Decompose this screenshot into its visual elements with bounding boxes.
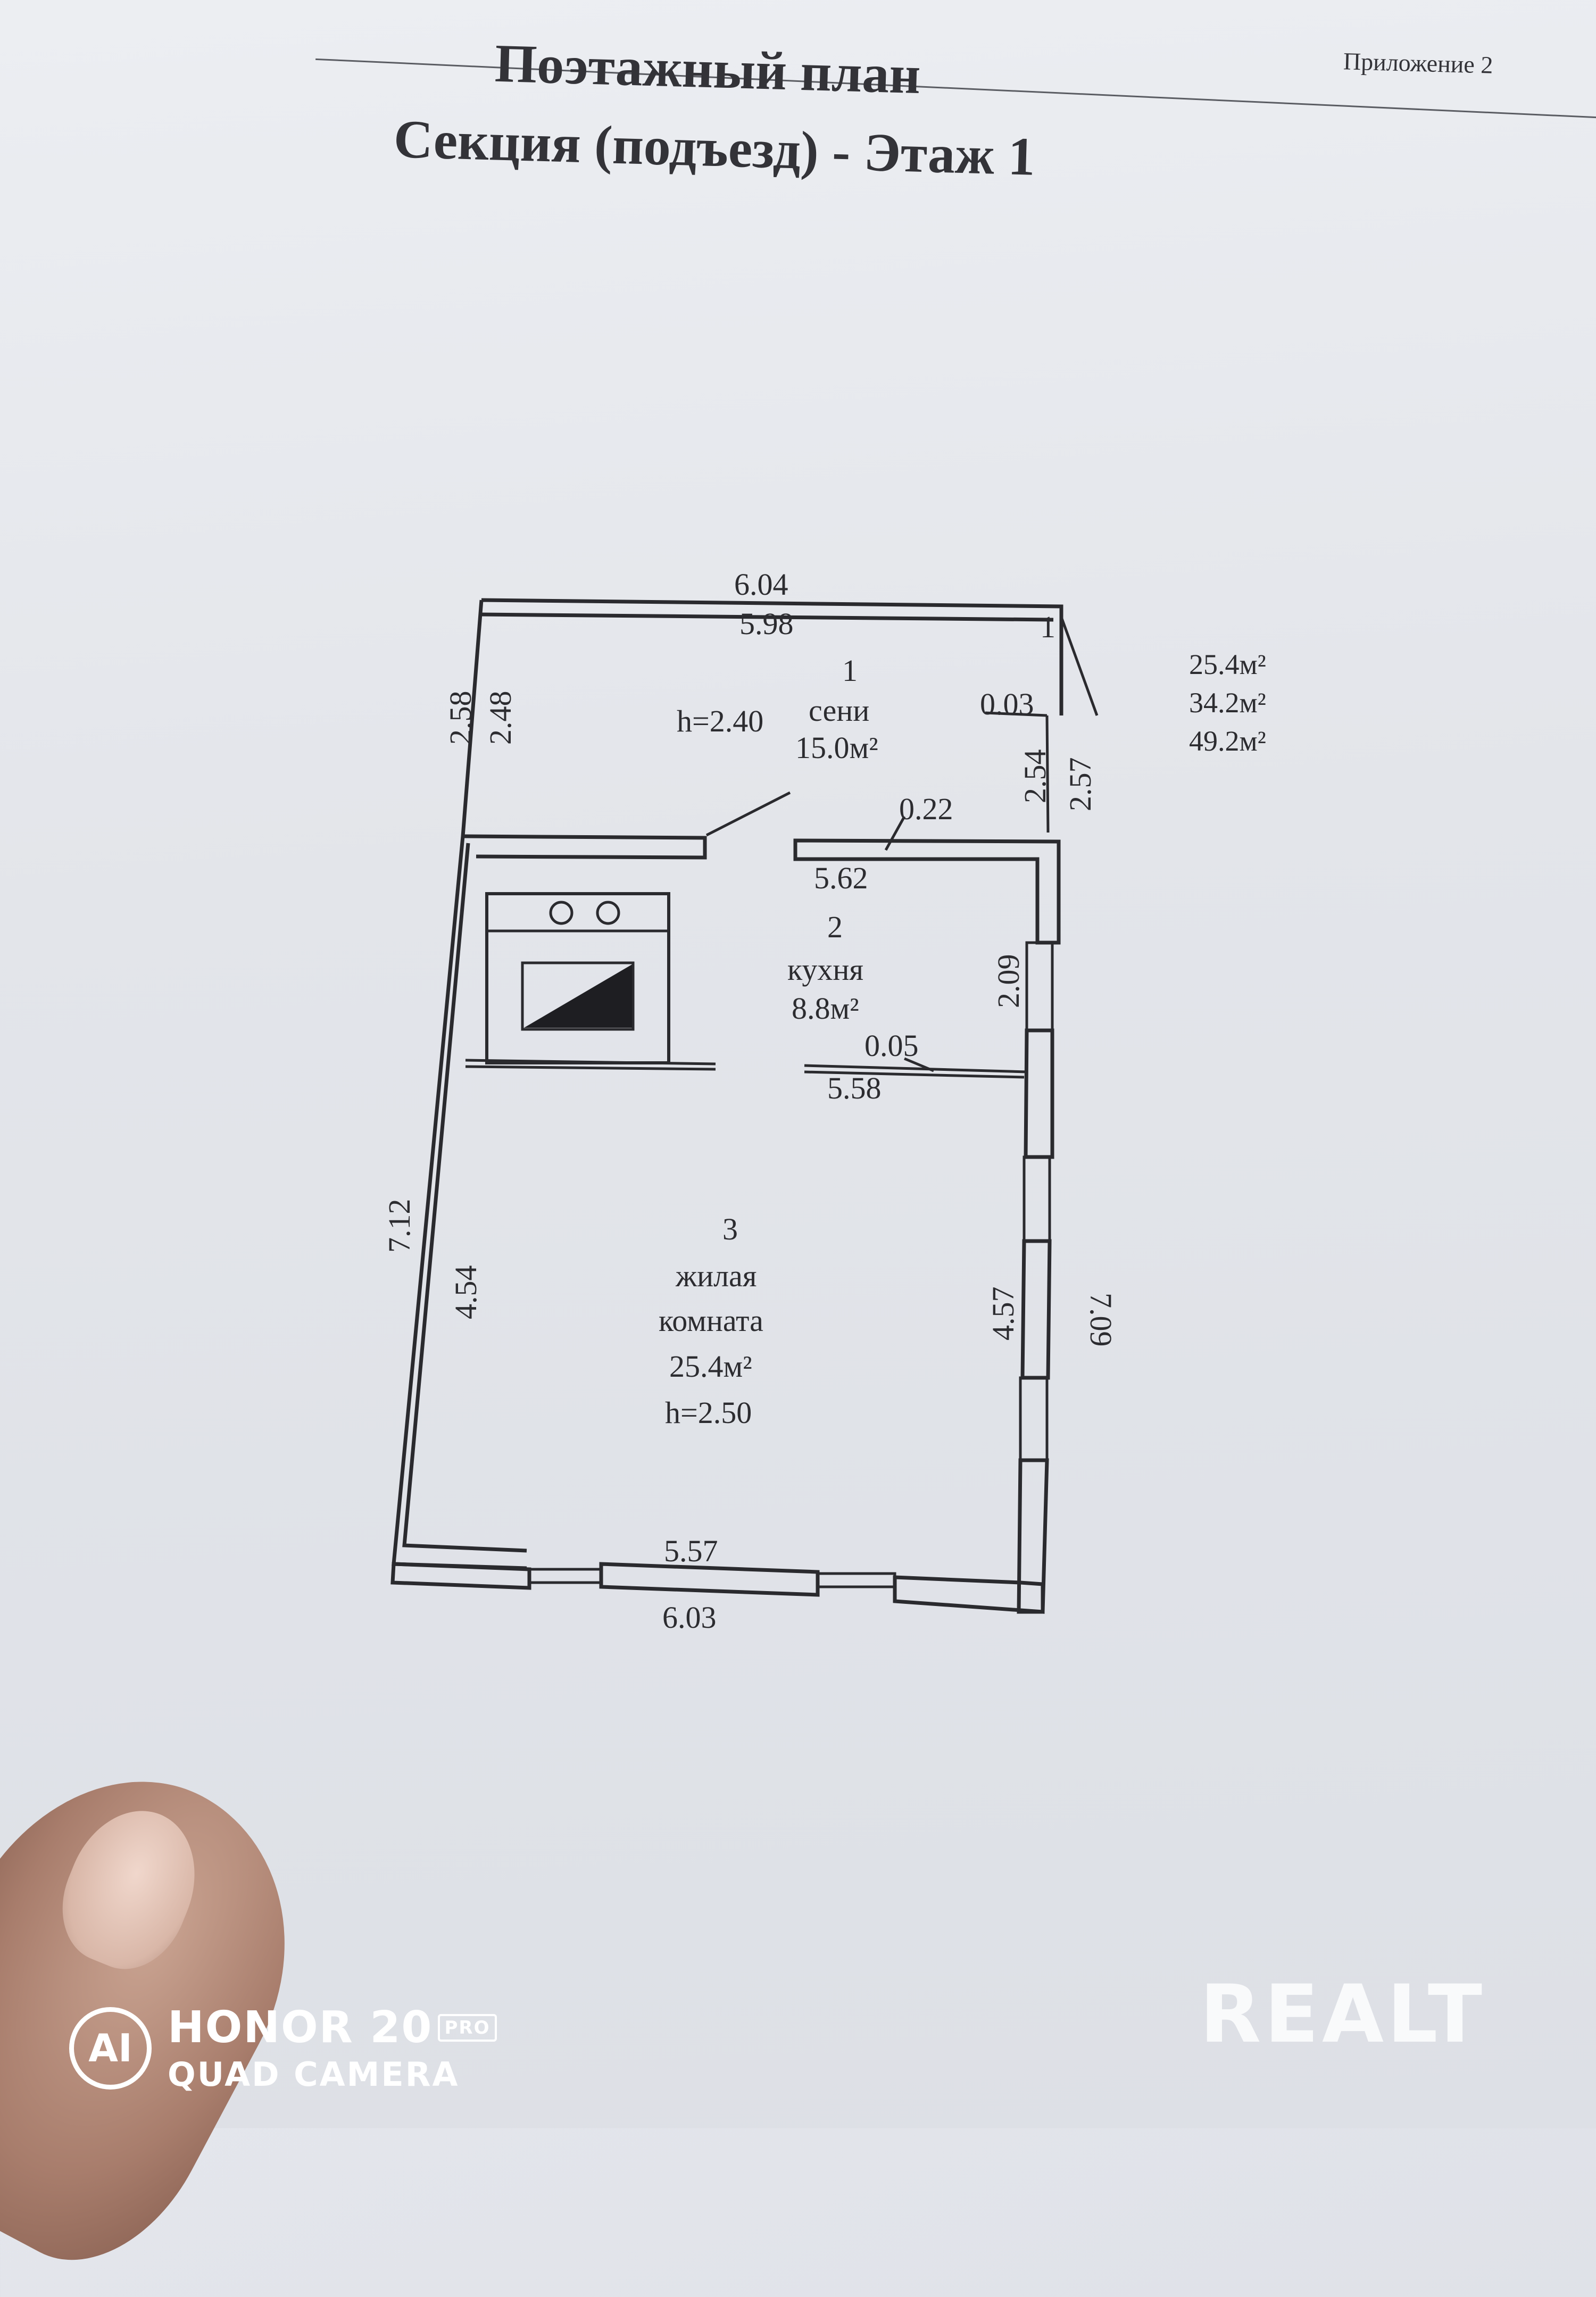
- leader-005: [904, 1057, 934, 1072]
- dim-partition-1: 0.22: [899, 792, 953, 826]
- dim-tick: [1045, 715, 1050, 833]
- dim-kitchen-width: 5.62: [814, 861, 868, 895]
- kitchen-partition-left-2: [465, 1065, 716, 1071]
- dim-bottom-inner: 5.57: [664, 1534, 718, 1568]
- paper-sheet: [0, 0, 1596, 2128]
- door-marker: 1: [1040, 610, 1055, 644]
- window-right-3: [1019, 1376, 1049, 1462]
- total-living-area: 25.4м²: [1189, 648, 1266, 680]
- realt-watermark-logo: REALT: [1200, 1968, 1486, 2061]
- ai-camera-icon: AI: [69, 2007, 152, 2090]
- dim-top-outer: 6.04: [734, 567, 788, 602]
- dim-kitchen-right: 2.09: [991, 954, 1026, 1009]
- window-bottom-1: [528, 1568, 603, 1584]
- dim-top-inner: 5.98: [739, 606, 794, 641]
- bottom-wall-mid: [599, 1562, 820, 1597]
- room-3-area: 25.4м²: [669, 1349, 752, 1384]
- dim-door-gap: 0.03: [980, 687, 1034, 721]
- bottom-wall-left: [390, 1562, 531, 1590]
- window-right-2: [1023, 1155, 1051, 1243]
- dim-right-upper-outer: 2.57: [1063, 758, 1098, 812]
- room-3-height: h=2.50: [665, 1395, 752, 1430]
- camera-pro-badge: PRO: [438, 2013, 497, 2042]
- room-2-name: кухня: [787, 952, 863, 987]
- room-1-area: 15.0м²: [795, 730, 878, 765]
- kitchen-partition: [804, 1064, 1027, 1073]
- dim-line-003: [985, 711, 1048, 717]
- room-2-number: 2: [827, 910, 843, 944]
- dim-partition-2: 0.05: [864, 1028, 919, 1063]
- door-swing-inner: [705, 791, 791, 837]
- total-overall-area: 49.2м²: [1189, 725, 1266, 757]
- kitchen-partition-2: [804, 1070, 1025, 1079]
- dim-right-lower-inner: 4.57: [986, 1287, 1020, 1341]
- room-1-number: 1: [842, 653, 858, 688]
- dim-left-upper-inner: 2.48: [483, 691, 518, 745]
- room-3-name-line1: жилая: [675, 1259, 757, 1293]
- outer-wall-inner-line: [402, 612, 1054, 1553]
- total-useful-area: 34.2м²: [1189, 687, 1266, 719]
- dim-right-upper-inner: 2.54: [1018, 750, 1052, 804]
- dim-room-width-top: 5.58: [827, 1071, 882, 1105]
- dim-right-lower-outer: 7.09: [1084, 1293, 1118, 1347]
- partition-upper: [462, 834, 1061, 945]
- camera-brand: HONOR 20: [168, 2002, 433, 2053]
- right-wall-segment-1: [1024, 1028, 1054, 1159]
- room-3-name-line2: комната: [659, 1303, 763, 1338]
- room-2-area: 8.8м²: [792, 991, 859, 1026]
- room-1-name: сени: [809, 693, 869, 728]
- camera-subtitle: QUAD CAMERA: [168, 2055, 460, 2094]
- dim-bottom-outer: 6.03: [662, 1600, 717, 1635]
- right-wall-segment-2: [1020, 1239, 1052, 1380]
- stove-icon: [485, 892, 670, 1064]
- room-1-height: h=2.40: [677, 704, 763, 738]
- window-bottom-2: [816, 1572, 896, 1588]
- door-swing-line: [1060, 617, 1099, 716]
- floor-plan: 6.04 5.98 1 2.58 2.48 0.03 2.54 2.57 0.2…: [382, 567, 1118, 1635]
- window-right-1: [1025, 941, 1054, 1032]
- camera-watermark: AI HONOR 20 PRO QUAD CAMERA: [69, 2000, 497, 2096]
- leader-022: [884, 815, 906, 851]
- dim-left-upper-outer: 2.58: [443, 691, 478, 745]
- dim-left-lower-outer: 7.12: [382, 1199, 417, 1253]
- bottom-wall-right: [893, 1575, 1045, 1614]
- room-3-number: 3: [722, 1212, 738, 1246]
- dim-left-lower-inner: 4.54: [448, 1266, 483, 1320]
